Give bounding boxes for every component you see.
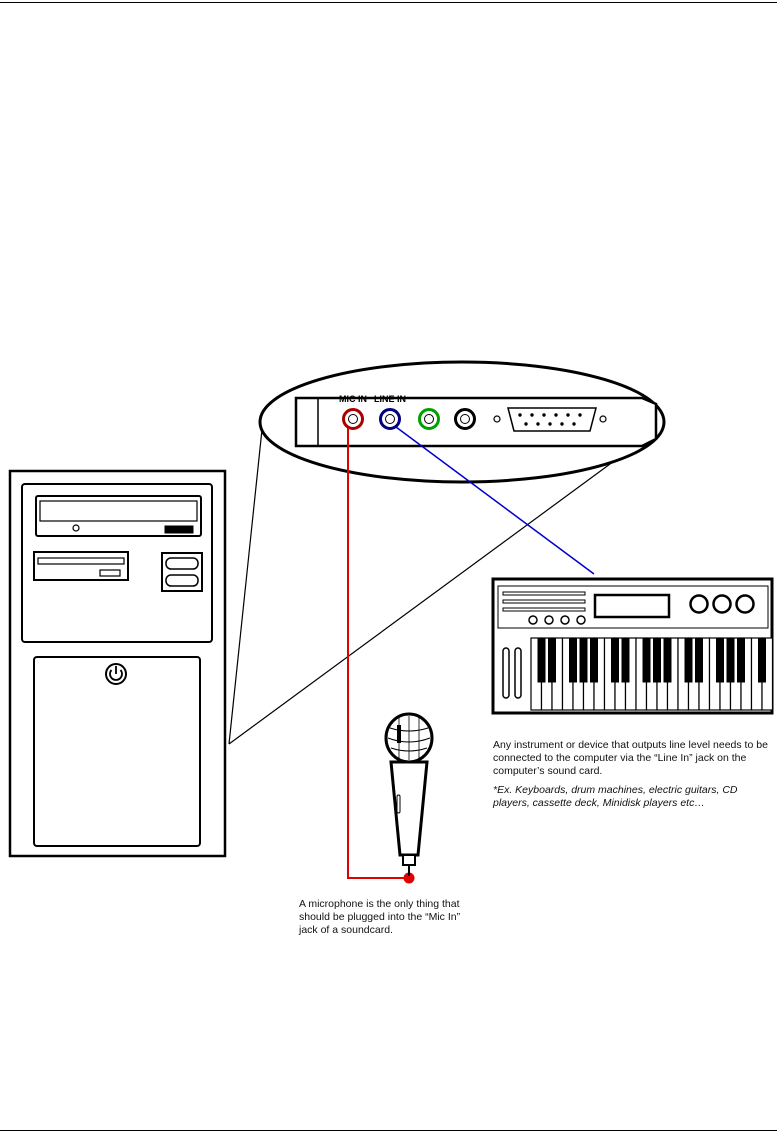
line-in-label: LINE IN bbox=[374, 394, 406, 404]
black-key bbox=[653, 637, 661, 683]
zoom-lines bbox=[228, 419, 626, 745]
line-out-jack bbox=[418, 408, 440, 430]
black-key bbox=[737, 637, 745, 683]
black-key bbox=[611, 637, 619, 683]
game-port bbox=[507, 407, 597, 432]
black-key bbox=[621, 637, 630, 683]
line-in-cable bbox=[395, 426, 595, 575]
mic-in-caption: A microphone is the only thing that shou… bbox=[299, 898, 461, 936]
black-key bbox=[695, 637, 703, 683]
black-key bbox=[663, 637, 672, 683]
black-key bbox=[569, 637, 577, 683]
black-key bbox=[548, 637, 556, 683]
black-key bbox=[579, 637, 588, 683]
black-key bbox=[726, 637, 735, 683]
black-key bbox=[716, 637, 724, 683]
sound-card-icon: MIC IN LINE IN bbox=[258, 360, 666, 484]
bottom-rule bbox=[0, 1130, 777, 1131]
mic-cable bbox=[347, 428, 415, 884]
line-in-examples: *Ex. Keyboards, drum machines, electric … bbox=[493, 784, 738, 809]
microphone-icon bbox=[384, 712, 434, 876]
line-in-jack bbox=[379, 408, 401, 430]
top-rule bbox=[0, 2, 777, 3]
piano-keys bbox=[530, 637, 774, 711]
black-key bbox=[758, 637, 766, 683]
mic-in-label: MIC IN bbox=[339, 394, 367, 404]
mic-in-jack bbox=[342, 408, 364, 430]
speaker-out-jack bbox=[454, 408, 476, 430]
black-key bbox=[537, 637, 546, 683]
keyboard-synth-icon bbox=[491, 577, 774, 715]
black-key bbox=[684, 637, 693, 683]
line-in-caption: Any instrument or device that outputs li… bbox=[493, 739, 768, 777]
black-key bbox=[590, 637, 598, 683]
power-icon bbox=[105, 663, 127, 685]
black-key bbox=[642, 637, 651, 683]
